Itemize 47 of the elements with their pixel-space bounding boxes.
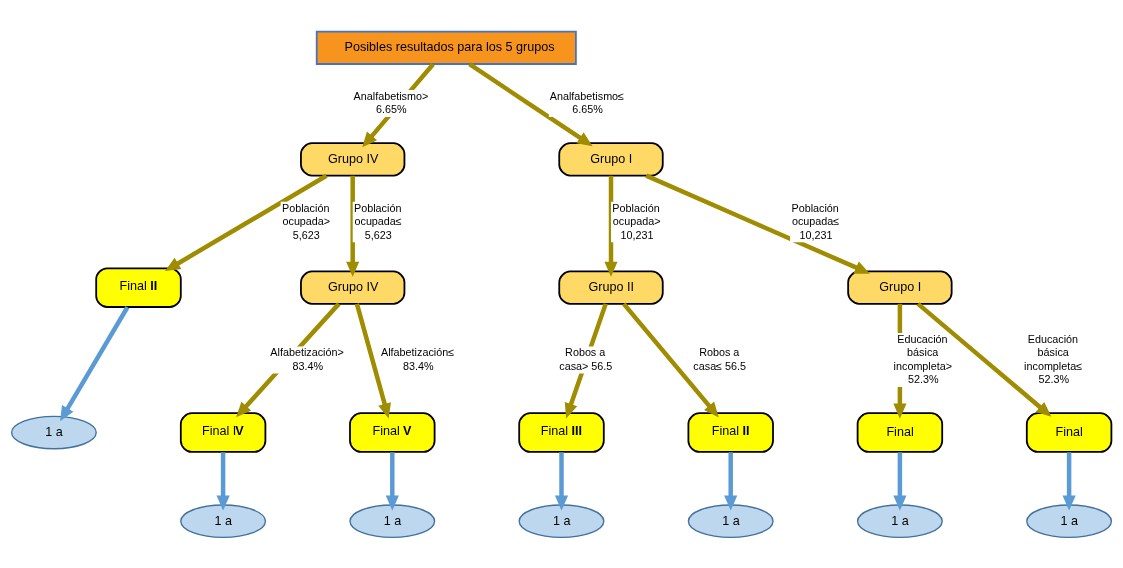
node-box: Final III bbox=[518, 411, 605, 453]
arrow bbox=[60, 305, 130, 421]
arrow bbox=[346, 175, 360, 277]
edge-label: Analfabetismo> 6.65% bbox=[353, 89, 429, 115]
arrow bbox=[645, 173, 870, 274]
node-box: Final bbox=[1025, 411, 1113, 453]
edge-label: Población ocupada≤ 10,231 bbox=[791, 201, 840, 241]
node-box: Grupo I bbox=[847, 270, 953, 305]
arrow bbox=[385, 451, 399, 511]
node-box: Final bbox=[856, 411, 944, 453]
node-ellipse: 1 a bbox=[1026, 503, 1113, 538]
node-box: Final IV bbox=[179, 411, 267, 453]
arrow bbox=[893, 451, 907, 511]
node-box: Grupo IV bbox=[300, 141, 406, 176]
edge-label: Educación básica incompleta> 52.3% bbox=[893, 332, 953, 385]
node-ellipse: 1 a bbox=[10, 415, 97, 449]
edge-label: Población ocupada≤ 5,623 bbox=[354, 201, 402, 241]
node-ellipse: 1 a bbox=[180, 503, 267, 538]
arrow bbox=[554, 451, 569, 511]
edge-label: Analfabetismo≤ 6.65% bbox=[549, 89, 625, 115]
node-box: Final II bbox=[687, 411, 774, 453]
node-box: Grupo II bbox=[558, 270, 664, 305]
edge-label: Alfabetización> 83.4% bbox=[270, 345, 344, 372]
node-ellipse: 1 a bbox=[856, 503, 943, 538]
arrow bbox=[468, 61, 593, 146]
node-box: Grupo I bbox=[558, 141, 664, 176]
arrow bbox=[165, 173, 328, 271]
edge-label: Población ocupada> 10,231 bbox=[612, 201, 661, 241]
edge-label: Robos a casa≤ 56.5 bbox=[693, 345, 747, 372]
edge-label: Educación básica incompleta≤ 52.3% bbox=[1024, 332, 1083, 385]
node-box: Final V bbox=[349, 411, 436, 453]
arrow bbox=[724, 451, 738, 511]
arrow bbox=[622, 301, 719, 417]
arrow bbox=[916, 301, 1052, 417]
node-box: Grupo IV bbox=[300, 270, 406, 305]
arrow bbox=[216, 451, 230, 511]
edge-label: Robos a casa> 56.5 bbox=[559, 345, 613, 372]
node-ellipse: 1 a bbox=[518, 503, 605, 538]
arrow bbox=[604, 175, 618, 277]
arrow bbox=[354, 302, 391, 418]
node-box: Posibles resultados para los 5 grupos bbox=[315, 30, 577, 65]
edge-label: Población ocupada> 5,623 bbox=[282, 201, 331, 241]
arrow bbox=[1062, 451, 1076, 511]
node-ellipse: 1 a bbox=[687, 503, 774, 538]
node-box: Final II bbox=[95, 266, 182, 308]
edge-label: Alfabetización≤ 83.4% bbox=[381, 345, 455, 372]
node-ellipse: 1 a bbox=[349, 503, 436, 538]
